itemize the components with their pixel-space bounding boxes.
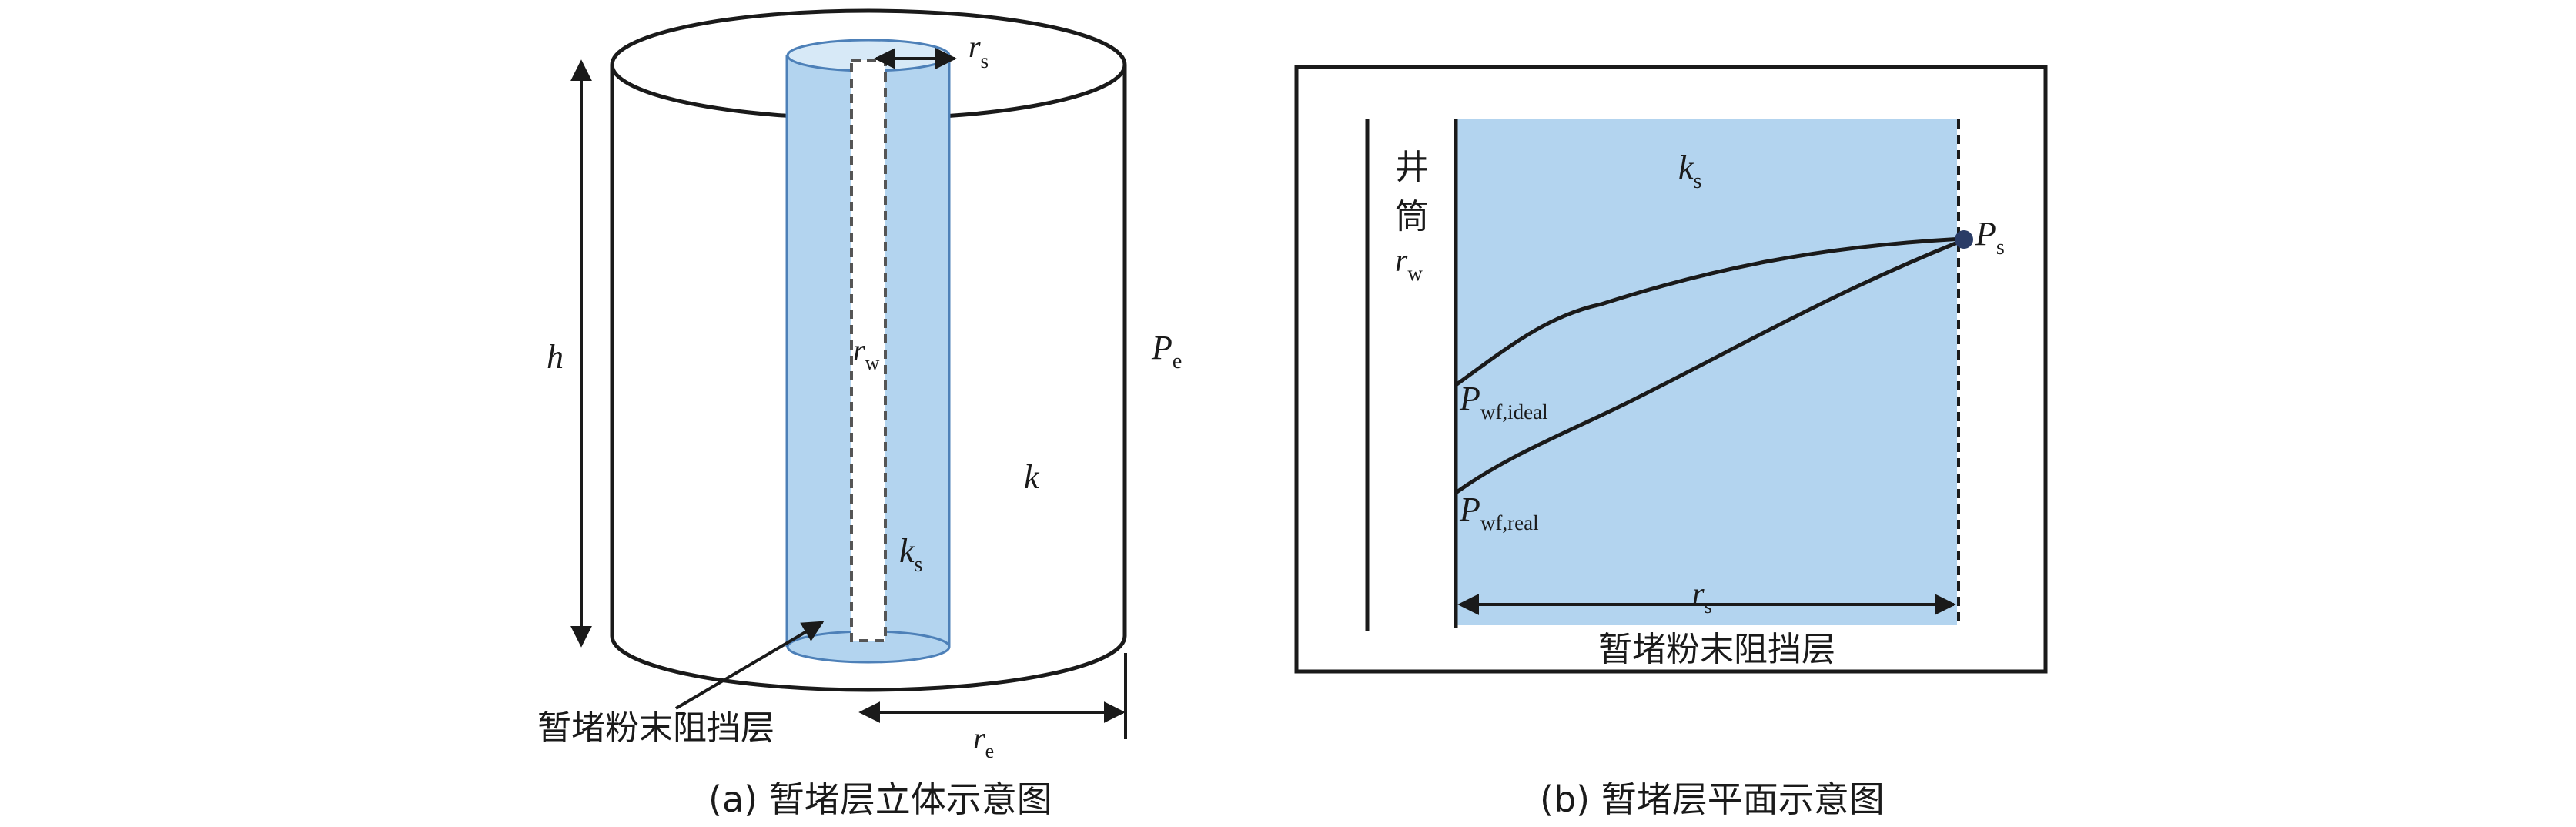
wellbore-char-2: 筒 — [1395, 197, 1429, 236]
caption-a: (a) 暂堵层立体示意图 — [708, 778, 1052, 820]
ps-point — [1955, 230, 1973, 249]
rs-label: rs — [969, 29, 989, 72]
ideal-pressure-curve — [1454, 236, 1964, 387]
pe-label: Pe — [1151, 329, 1182, 373]
panel-b-plane-schematic: 井 筒 rw ks Ps Pwf,ideal Pwf,real rs 暂堵粉末阻… — [1294, 65, 2048, 820]
ks-label: ks — [899, 532, 922, 577]
pwf-ideal-label: Pwf,ideal — [1459, 380, 1548, 424]
rw-label: rw — [853, 333, 880, 374]
h-label: h — [547, 338, 564, 376]
rs-label-b: rs — [1692, 576, 1712, 618]
wellbore-dashed — [850, 59, 887, 642]
re-label: re — [973, 721, 994, 762]
cylinder-bottom-arc — [610, 635, 1127, 692]
pwf-real-label: Pwf,real — [1459, 491, 1539, 534]
panel-b-frame — [1294, 65, 2048, 674]
panel-a-3d-schematic: rs h Pe k rw ks 暂堵粉末阻挡层 re (a) 暂堵层立体示意图 — [537, 8, 1182, 820]
plugging-layer-label-b: 暂堵粉末阻挡层 — [1598, 630, 1835, 669]
k-label: k — [1024, 458, 1040, 496]
callout-arrow — [674, 621, 825, 710]
plugging-region — [1456, 119, 1957, 625]
wellbore-char-1: 井 — [1395, 148, 1429, 187]
plugging-layer-callout: 暂堵粉末阻挡层 — [537, 708, 774, 748]
ks-label-b: ks — [1678, 149, 1701, 193]
caption-b: (b) 暂堵层平面示意图 — [1540, 778, 1885, 820]
rw-label-b: rw — [1395, 243, 1423, 285]
real-pressure-curve — [1454, 238, 1964, 495]
ps-label: Ps — [1975, 215, 2005, 259]
